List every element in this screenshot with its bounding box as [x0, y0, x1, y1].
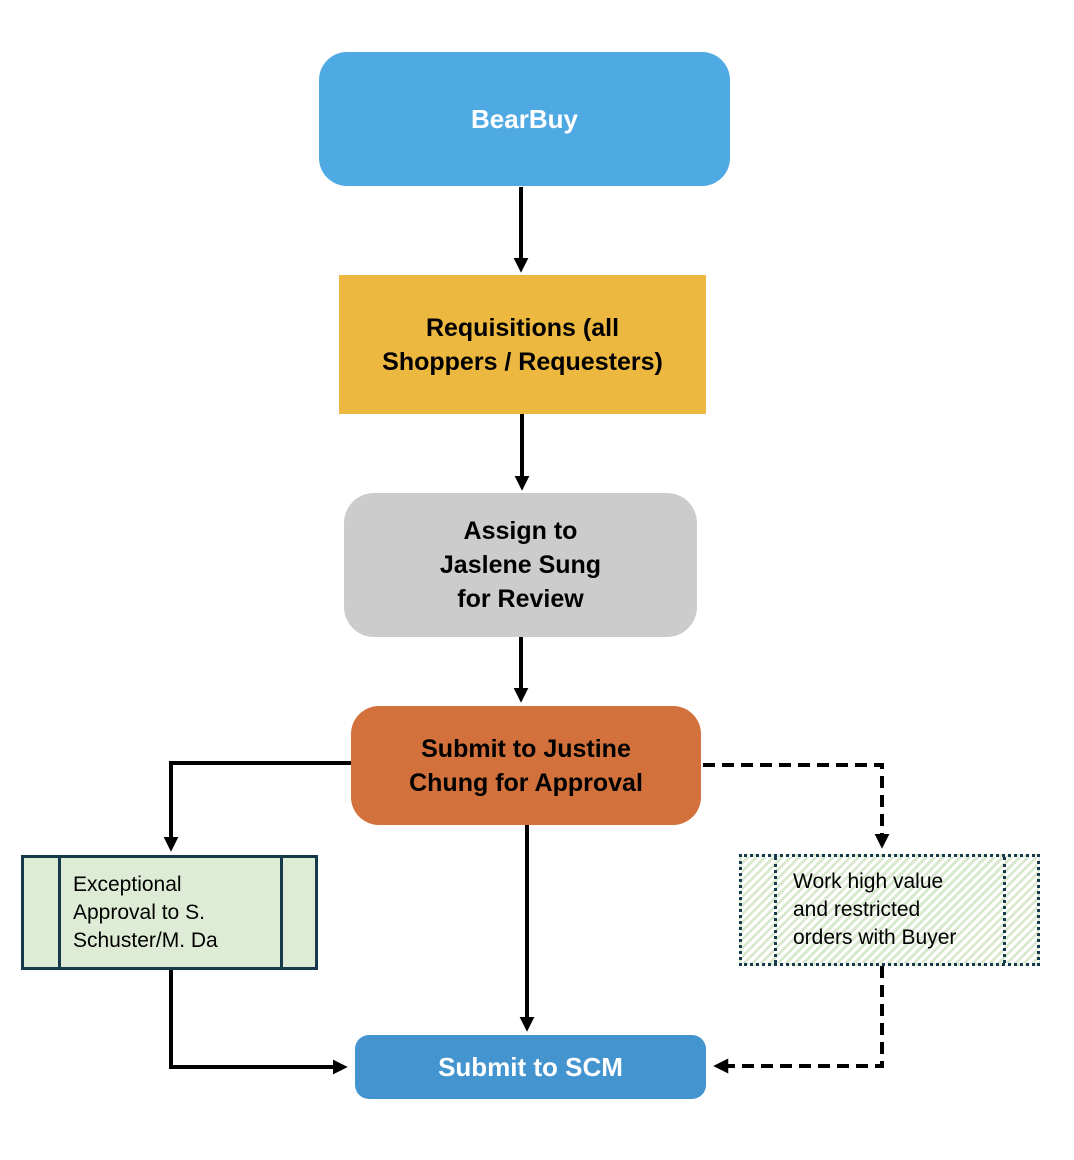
predefined-process-left-bar — [774, 857, 777, 963]
node-bearbuy-label: BearBuy — [471, 103, 578, 134]
edge-work-buyer-to-scm-dashed — [713, 966, 884, 1074]
node-submit-scm-label: Submit to SCM — [438, 1051, 623, 1082]
edge-exceptional-to-scm — [169, 970, 348, 1075]
node-work-with-buyer-label: Work high value and restricted orders wi… — [793, 870, 957, 949]
node-bearbuy: BearBuy — [319, 52, 730, 186]
node-work-with-buyer: Work high value and restricted orders wi… — [739, 854, 1040, 966]
node-submit-approval-label: Submit to Justine Chung for Approval — [409, 734, 643, 797]
edge-approval-to-exceptional — [163, 761, 351, 852]
node-assign-review: Assign to Jaslene Sung for Review — [344, 493, 697, 637]
node-assign-review-label: Assign to Jaslene Sung for Review — [439, 517, 602, 613]
predefined-process-left-bar — [58, 858, 61, 967]
predefined-process-right-bar — [280, 858, 283, 967]
node-submit-scm: Submit to SCM — [355, 1035, 706, 1099]
predefined-process-right-bar — [1003, 857, 1006, 963]
node-requisitions: Requisitions (all Shoppers / Requesters) — [339, 275, 706, 414]
node-exceptional-approval-label: Exceptional Approval to S. Schuster/M. D… — [73, 872, 218, 952]
node-submit-approval: Submit to Justine Chung for Approval — [351, 706, 701, 825]
node-exceptional-approval: Exceptional Approval to S. Schuster/M. D… — [21, 855, 318, 970]
node-requisitions-label: Requisitions (all Shoppers / Requesters) — [382, 313, 663, 376]
edge-approval-to-work-buyer-dashed — [703, 763, 890, 849]
